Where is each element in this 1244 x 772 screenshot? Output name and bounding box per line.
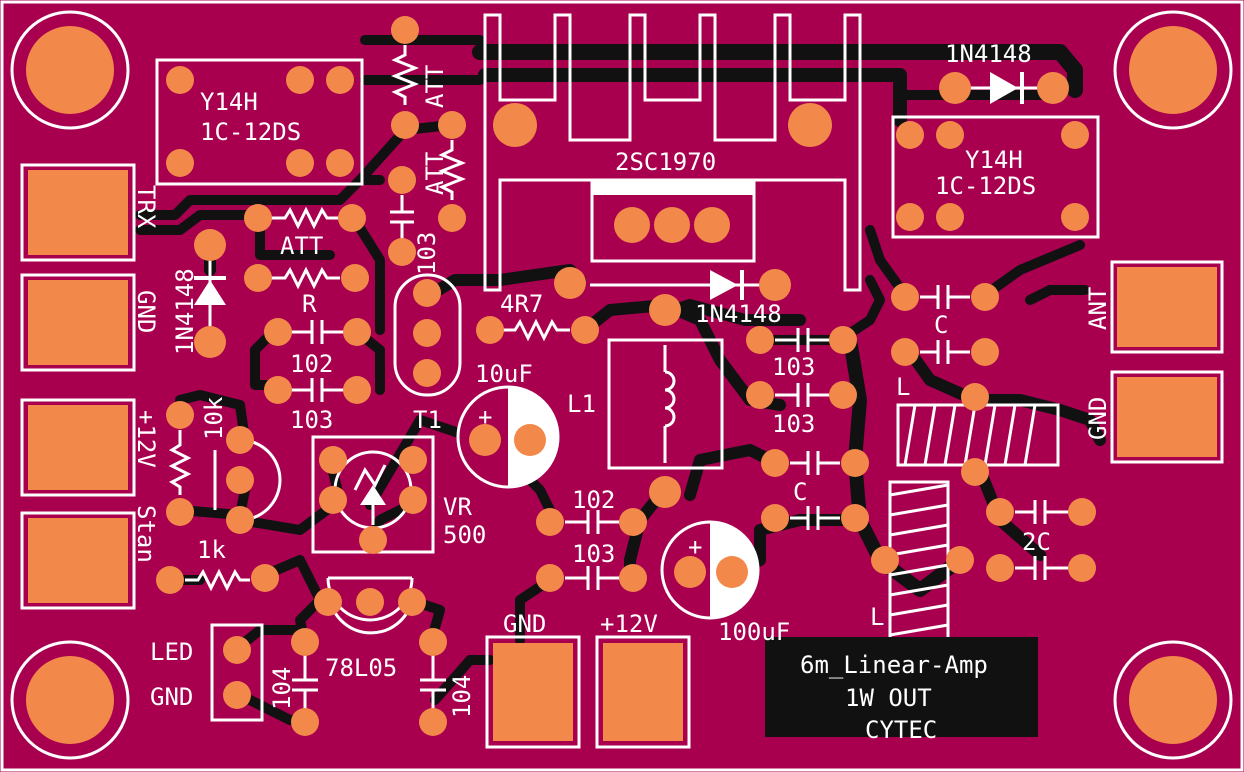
transistor-label: 2SC1970 (615, 148, 716, 176)
capacitors (264, 166, 1096, 736)
cap-10uf-label: 10uF (475, 360, 533, 388)
l1-label: L1 (567, 390, 596, 418)
att-left-label: ATT (280, 232, 323, 260)
ant-label: ANT (1084, 287, 1112, 330)
svg-text:+: + (688, 533, 702, 561)
relay-right (891, 115, 1100, 239)
cap-104-left-label: 104 (268, 667, 296, 710)
l1-inductor (607, 294, 724, 508)
t1-label: T1 (413, 406, 442, 434)
cap-10uf: + (456, 385, 560, 489)
vr-500 (311, 435, 435, 554)
svg-text:+: + (478, 403, 492, 431)
title-line-2: 1W OUT (845, 684, 932, 712)
led-header (210, 623, 264, 722)
coil-l-top-label: L (896, 373, 910, 401)
trx-label: TRX (132, 185, 160, 229)
vr-label-2: 500 (443, 521, 486, 549)
led-label: LED (150, 638, 193, 666)
cap-102-bottom-label: 102 (572, 486, 615, 514)
diode-left-label: 1N4148 (171, 268, 199, 355)
res-10k-label: 10k (200, 396, 228, 440)
cap-100uf: + (660, 520, 760, 620)
coil-l-bottom-label: L (870, 603, 884, 631)
relay-right-label-2: 1C-12DS (935, 172, 1036, 200)
gnd-led-label: GND (150, 683, 193, 711)
cap-102-left-label: 102 (290, 350, 333, 378)
heatsink-outline (483, 13, 862, 292)
regulator-78l05 (314, 576, 426, 635)
title-line-1: 6m_Linear-Amp (800, 651, 988, 679)
res-1k-label: 1k (197, 536, 226, 564)
p12v-bottom-label: +12V (600, 610, 658, 638)
att-top2-label: ATT (421, 152, 449, 195)
gnd-right-label: GND (1084, 397, 1112, 440)
t1-component (393, 273, 462, 397)
cap-103-vertical-label: 103 (413, 232, 441, 275)
p12v-left-label: +12V (132, 410, 160, 468)
diode-mid-label: 1N4148 (695, 300, 782, 328)
resistors (156, 16, 599, 594)
reg-label: 78L05 (325, 654, 397, 682)
left-connectors (20, 163, 136, 610)
diode-top-right-label: 1N4148 (945, 40, 1032, 68)
stan-label: Stan (132, 505, 160, 563)
relay-right-label-1: Y14H (965, 146, 1023, 174)
title-line-3: CYTEC (865, 716, 937, 744)
led-transistor (213, 426, 282, 534)
cap-103-left-label: 103 (290, 406, 333, 434)
cap-103a-label: 103 (772, 353, 815, 381)
cap-104-right-label: 104 (448, 675, 476, 718)
diode-mid (554, 267, 791, 301)
att-top-label: ATT (421, 65, 449, 108)
coil-l-top (896, 383, 1060, 486)
res-r-label: R (302, 290, 317, 318)
cap-c-top-label: C (934, 311, 948, 339)
diode-left (194, 229, 226, 358)
vr-label-1: VR (443, 493, 472, 521)
cap-103b-label: 103 (772, 410, 815, 438)
gnd-bottom-label: GND (503, 610, 546, 638)
transistor-2sc1970 (590, 181, 756, 263)
relay-left (155, 58, 364, 186)
right-connectors (1110, 260, 1224, 464)
cap-100uf-label: 100uF (718, 618, 790, 646)
mounting-holes (10, 10, 1233, 760)
relay-left-label-1: Y14H (200, 88, 258, 116)
bottom-connectors (485, 635, 691, 749)
cap-c-mid-label: C (793, 478, 807, 506)
cap-103-bottom-label: 103 (572, 540, 615, 568)
gnd-left-label: GND (132, 290, 160, 333)
labels: Y14H 1C-12DS Y14H 1C-12DS 1N4148 2SC1970… (132, 40, 1112, 744)
relay-left-label-2: 1C-12DS (200, 118, 301, 146)
diode-top-right (939, 72, 1069, 104)
res-4r7-label: 4R7 (500, 290, 543, 318)
title-block-bg (765, 637, 1038, 737)
cap-2c-label: 2C (1022, 528, 1051, 556)
